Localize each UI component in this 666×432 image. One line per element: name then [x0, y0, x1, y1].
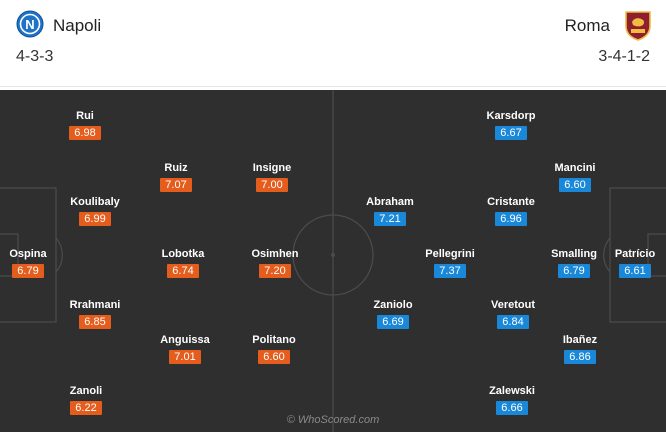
player-rating: 7.37 — [434, 264, 466, 278]
player-name: Rrahmani — [69, 299, 121, 311]
player-rating: 7.00 — [256, 178, 288, 192]
player-rating: 6.99 — [79, 212, 111, 226]
header-divider — [0, 86, 666, 87]
player-name: Zanoli — [69, 385, 103, 397]
player-zaniolo[interactable]: Zaniolo 6.69 — [353, 299, 433, 330]
player-name: Ibañez — [562, 334, 598, 346]
player-name: Koulibaly — [70, 196, 120, 208]
player-name: Abraham — [366, 196, 414, 208]
player-mancini[interactable]: Mancini 6.60 — [535, 162, 615, 193]
player-rating: 7.20 — [259, 264, 291, 278]
player-rating: 6.74 — [167, 264, 199, 278]
player-name: Insigne — [252, 162, 292, 174]
player-politano[interactable]: Politano 6.60 — [234, 334, 314, 365]
player-ospina[interactable]: Ospina 6.79 — [0, 248, 68, 279]
player-rating: 7.21 — [374, 212, 406, 226]
player-name: Smalling — [551, 248, 597, 260]
player-veretout[interactable]: Veretout 6.84 — [473, 299, 553, 330]
player-rating: 6.79 — [558, 264, 590, 278]
player-rating: 6.22 — [70, 401, 102, 415]
player-name: Rui — [76, 110, 94, 122]
player-name: Osimhen — [251, 248, 299, 260]
home-formation: 4-3-3 — [16, 48, 54, 65]
player-rrahmani[interactable]: Rrahmani 6.85 — [55, 299, 135, 330]
player-koulibaly[interactable]: Koulibaly 6.99 — [55, 196, 135, 227]
player-rui[interactable]: Rui 6.98 — [45, 110, 125, 141]
pitch-markings — [0, 90, 666, 432]
player-anguissa[interactable]: Anguissa 7.01 — [145, 334, 225, 365]
player-name: Karsdorp — [486, 110, 536, 122]
player-rating: 6.96 — [495, 212, 527, 226]
player-name: Veretout — [490, 299, 535, 311]
away-formation: 3-4-1-2 — [598, 48, 650, 65]
player-rating: 6.69 — [377, 315, 409, 329]
player-pellegrini[interactable]: Pellegrini 7.37 — [410, 248, 490, 279]
player-lobotka[interactable]: Lobotka 6.74 — [143, 248, 223, 279]
player-name: Zaniolo — [373, 299, 413, 311]
player-zanoli[interactable]: Zanoli 6.22 — [46, 385, 126, 416]
player-rating: 6.61 — [619, 264, 651, 278]
player-rating: 6.60 — [258, 350, 290, 364]
player-name: Mancini — [554, 162, 596, 174]
player-rating: 6.79 — [12, 264, 44, 278]
player-name: Cristante — [487, 196, 535, 208]
player-smalling[interactable]: Smalling 6.79 — [534, 248, 614, 279]
player-zalewski[interactable]: Zalewski 6.66 — [472, 385, 552, 416]
player-ibanez[interactable]: Ibañez 6.86 — [540, 334, 620, 365]
pitch: Rui 6.98 Koulibaly 6.99 Ospina 6.79 Rrah… — [0, 90, 666, 432]
player-rating: 6.67 — [495, 126, 527, 140]
player-ruiz[interactable]: Ruiz 7.07 — [136, 162, 216, 193]
player-cristante[interactable]: Cristante 6.96 — [471, 196, 551, 227]
player-name: Zalewski — [489, 385, 535, 397]
player-name: Patrício — [614, 248, 656, 260]
player-rating: 6.66 — [496, 401, 528, 415]
player-patricio[interactable]: Patrício 6.61 — [595, 248, 666, 279]
player-rating: 6.98 — [69, 126, 101, 140]
player-osimhen[interactable]: Osimhen 7.20 — [235, 248, 315, 279]
away-team-name: Roma — [564, 16, 610, 35]
player-name: Anguissa — [160, 334, 210, 346]
match-header: N Napoli 4-3-3 Roma 3-4-1-2 — [0, 0, 666, 88]
whoscored-watermark: © WhoScored.com — [286, 414, 380, 426]
home-team-name: Napoli — [53, 16, 102, 35]
player-name: Ruiz — [164, 162, 188, 174]
player-name: Pellegrini — [425, 248, 475, 260]
player-name: Ospina — [9, 248, 47, 260]
svg-text:N: N — [25, 17, 34, 32]
player-rating: 6.85 — [79, 315, 111, 329]
player-insigne[interactable]: Insigne 7.00 — [232, 162, 312, 193]
napoli-crest-icon: N — [16, 10, 44, 38]
player-rating: 7.01 — [169, 350, 201, 364]
player-rating: 6.86 — [564, 350, 596, 364]
player-karsdorp[interactable]: Karsdorp 6.67 — [471, 110, 551, 141]
player-name: Politano — [252, 334, 296, 346]
player-rating: 6.60 — [559, 178, 591, 192]
player-rating: 6.84 — [497, 315, 529, 329]
player-abraham[interactable]: Abraham 7.21 — [350, 196, 430, 227]
player-name: Lobotka — [161, 248, 205, 260]
roma-crest-icon — [624, 9, 652, 41]
player-rating: 7.07 — [160, 178, 192, 192]
